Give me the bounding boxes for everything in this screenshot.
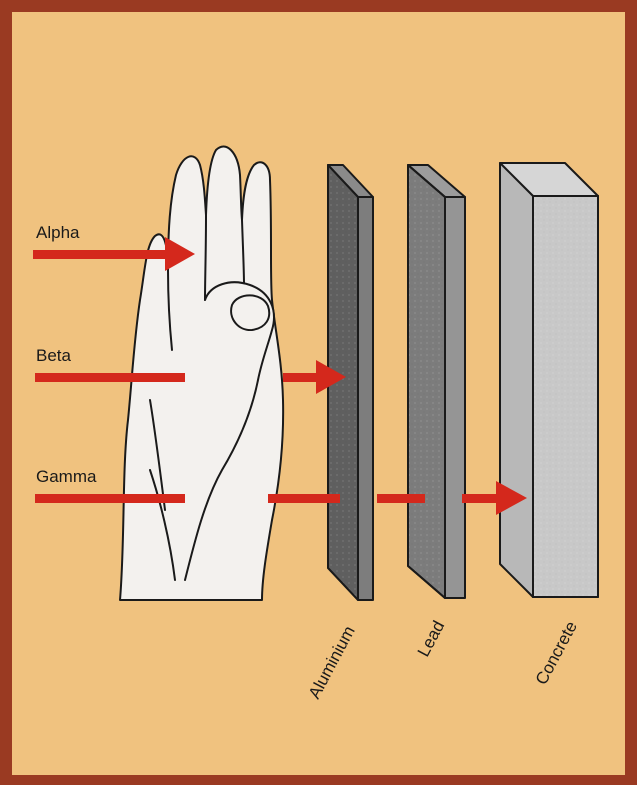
beta-label: Beta <box>36 346 72 365</box>
concrete-block <box>500 163 598 597</box>
alpha-label: Alpha <box>36 223 80 242</box>
lead-slab <box>408 165 465 598</box>
gamma-label: Gamma <box>36 467 97 486</box>
